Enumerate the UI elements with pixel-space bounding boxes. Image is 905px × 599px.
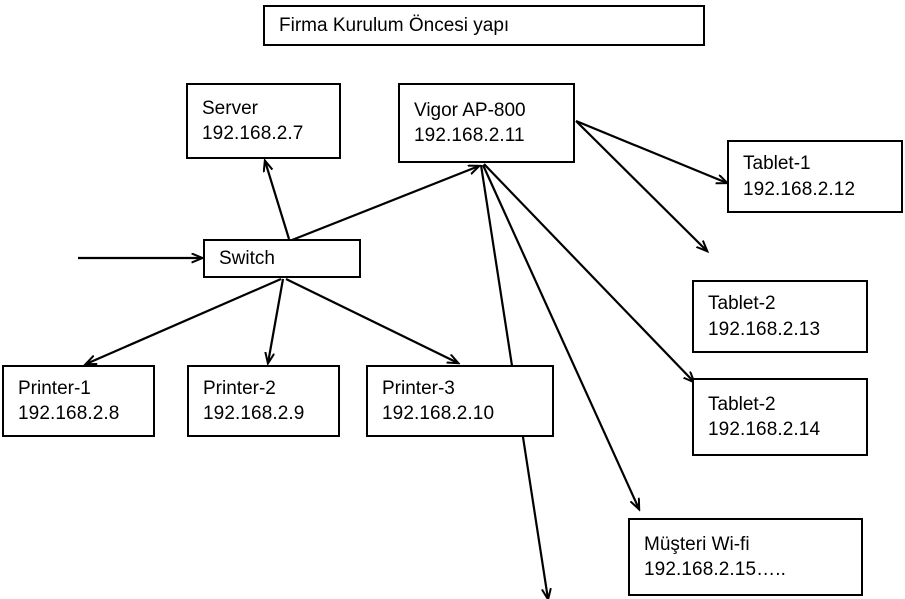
node-tablet-2-ip: 192.168.2.13 [708,318,821,340]
node-printer-1[interactable]: Printer-1 192.168.2.8 [2,365,155,437]
diagram-title-box: Firma Kurulum Öncesi yapı [263,5,705,46]
node-tablet-1[interactable]: Tablet-1 192.168.2.12 [727,140,903,213]
node-vigor-label: Vigor AP-800 [414,99,526,121]
node-printer-2-ip: 192.168.2.9 [203,403,305,424]
node-server-ip: 192.168.2.7 [202,123,304,144]
node-tablet-3-ip: 192.168.2.14 [708,419,821,440]
node-musteri-wifi-label: Müşteri Wi-fi [644,533,750,555]
node-printer-3-ip: 192.168.2.10 [382,403,495,424]
edge-switch-to-printer3 [285,278,458,363]
node-printer-3-label: Printer-3 [382,377,455,399]
node-switch-label: Switch [219,247,275,269]
node-tablet-1-label: Tablet-1 [743,153,811,175]
edge-switch-to-printer2 [268,278,285,363]
edge-switch-to-printer1 [86,277,282,364]
edge-vigor-to-tablet1 [575,119,727,183]
node-tablet-1-ip: 192.168.2.12 [743,178,856,200]
node-tablet-3-label: Tablet-2 [708,393,776,415]
edge-switch-to-vigor [291,166,479,242]
node-switch[interactable]: Switch [203,239,361,278]
node-printer-1-ip: 192.168.2.8 [18,403,120,424]
node-musteri-wifi[interactable]: Müşteri Wi-fi 192.168.2.15….. [628,518,863,596]
node-musteri-wifi-ip: 192.168.2.15….. [644,559,786,580]
diagram-title-text: Firma Kurulum Öncesi yapı [279,14,510,36]
node-printer-1-label: Printer-1 [18,377,91,399]
node-vigor-ip: 192.168.2.11 [414,125,525,146]
node-vigor-ap-800[interactable]: Vigor AP-800 192.168.2.11 [398,83,575,163]
edge-vigor-to-open [575,120,707,251]
edge-switch-to-server [265,161,291,240]
node-printer-2[interactable]: Printer-2 192.168.2.9 [187,365,340,437]
node-printer-3[interactable]: Printer-3 192.168.2.10 [366,365,554,437]
node-server-label: Server [202,97,258,119]
node-server[interactable]: Server 192.168.2.7 [186,83,341,159]
edge-vigor-to-tablet3 [483,163,694,382]
node-printer-2-label: Printer-2 [203,377,276,399]
node-tablet-2-label: Tablet-2 [708,293,776,315]
edge-vigor-to-wifi [481,164,639,509]
node-tablet-3[interactable]: Tablet-2 192.168.2.14 [692,378,868,456]
node-tablet-2[interactable]: Tablet-2 192.168.2.13 [692,280,868,353]
